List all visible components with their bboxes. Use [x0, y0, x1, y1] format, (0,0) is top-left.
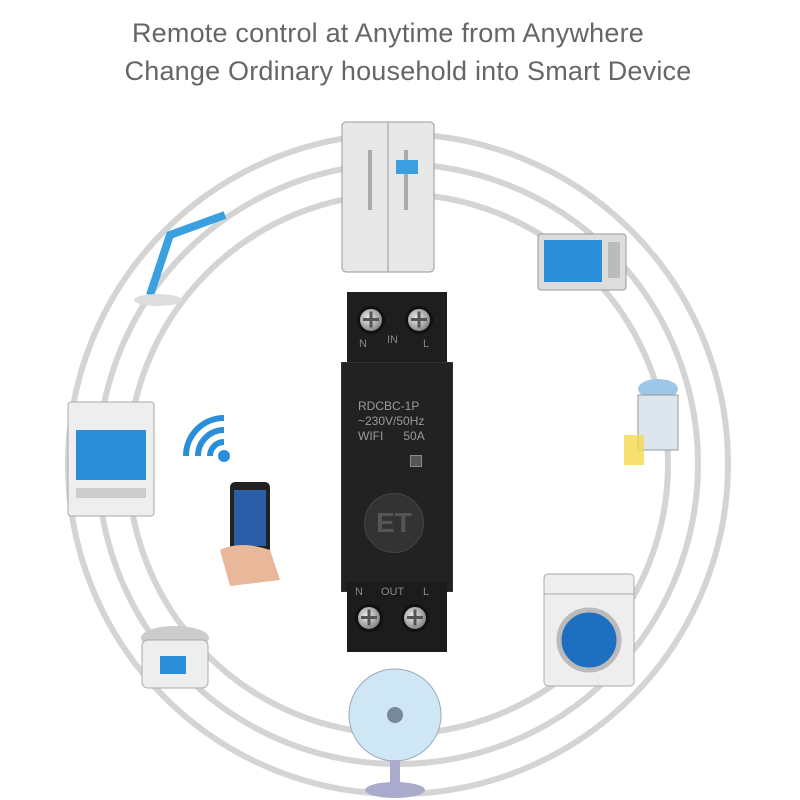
power-button[interactable]: ET — [364, 493, 424, 553]
oven-icon — [67, 401, 155, 517]
status-led — [410, 455, 422, 467]
label-in: IN — [387, 334, 398, 346]
screw-l-in — [405, 306, 433, 334]
device-output-terminal: N OUT L — [347, 582, 447, 652]
microwave-icon — [537, 233, 627, 291]
screw-l-out — [401, 604, 429, 632]
label-n-in: N — [359, 338, 367, 350]
wifi-icon — [183, 415, 230, 462]
rice-cooker-icon — [141, 626, 209, 689]
smartphone-in-hand-icon — [220, 482, 280, 586]
label-n-out: N — [355, 586, 363, 598]
headline-line-2: Change Ordinary household into Smart Dev… — [124, 56, 692, 86]
juicer-icon — [624, 379, 679, 465]
label-l-out: L — [423, 586, 430, 598]
headline-line-1: Remote control at Anytime from Anywhere — [131, 18, 645, 48]
model-label: RDCBC-1P — [358, 399, 420, 413]
device-body: RDCBC-1P ~230V/50Hz WIFI 50A ET — [341, 362, 453, 592]
device-input-terminal: N IN L — [347, 292, 447, 362]
label-l-in: L — [423, 338, 430, 350]
washing-machine-icon — [543, 573, 635, 687]
label-out: OUT — [381, 586, 405, 598]
desk-lamp-icon — [134, 211, 227, 306]
refrigerator-icon — [341, 121, 435, 273]
smart-breaker-device: N IN L RDCBC-1P ~230V/50Hz WIFI 50A ET N… — [341, 292, 453, 654]
screw-n-in — [357, 306, 385, 334]
fan-icon — [348, 668, 442, 798]
screw-n-out — [355, 604, 383, 632]
wifi-label: WIFI — [358, 429, 384, 443]
current-label: 50A — [403, 429, 425, 443]
voltage-label: ~230V/50Hz — [358, 414, 425, 428]
